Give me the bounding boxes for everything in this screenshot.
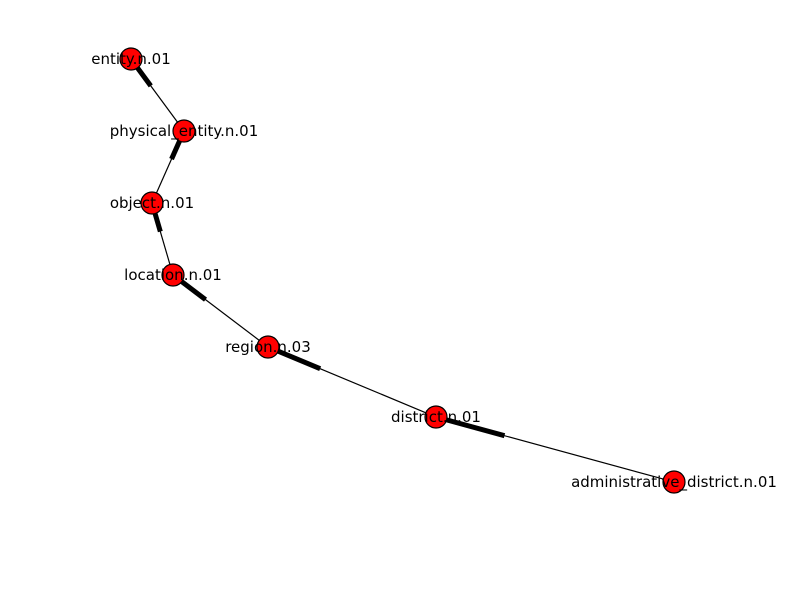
node-label-object: object.n.01 (110, 194, 194, 212)
node-location (161, 263, 185, 287)
edge-arrowhead (445, 417, 506, 439)
edge-arrowhead (135, 66, 153, 88)
edge-arrowhead (180, 279, 208, 302)
edge-administrative_district-to-district (445, 417, 664, 480)
edge-location-to-object (152, 212, 171, 265)
edge-arrowhead (277, 348, 322, 372)
node-label-region: region.n.03 (225, 338, 311, 356)
edge-district-to-region (277, 348, 427, 414)
node-label-district: district.n.01 (391, 408, 481, 426)
nodes-layer (119, 47, 686, 494)
node-physical_entity (172, 119, 196, 143)
node-label-physical_entity: physical_entity.n.01 (110, 122, 259, 141)
edges-layer (135, 66, 664, 480)
labels-layer: entity.n.01 physical_entity.n.01 object.n.… (91, 50, 777, 492)
node-label-location: location.n.01 (124, 266, 222, 284)
edge-physical_entity-to-entity (135, 66, 178, 123)
edge-object-to-physical_entity (155, 140, 182, 194)
node-administrative_district (662, 470, 686, 494)
edge-arrowhead (169, 140, 182, 161)
node-region (256, 335, 280, 359)
node-label-administrative_district: administrative_district.n.01 (571, 473, 777, 492)
node-label-entity: entity.n.01 (91, 50, 171, 68)
edge-region-to-location (180, 279, 260, 341)
node-object (140, 191, 164, 215)
node-entity (119, 47, 143, 71)
edge-arrowhead (152, 212, 163, 233)
node-district (424, 405, 448, 429)
